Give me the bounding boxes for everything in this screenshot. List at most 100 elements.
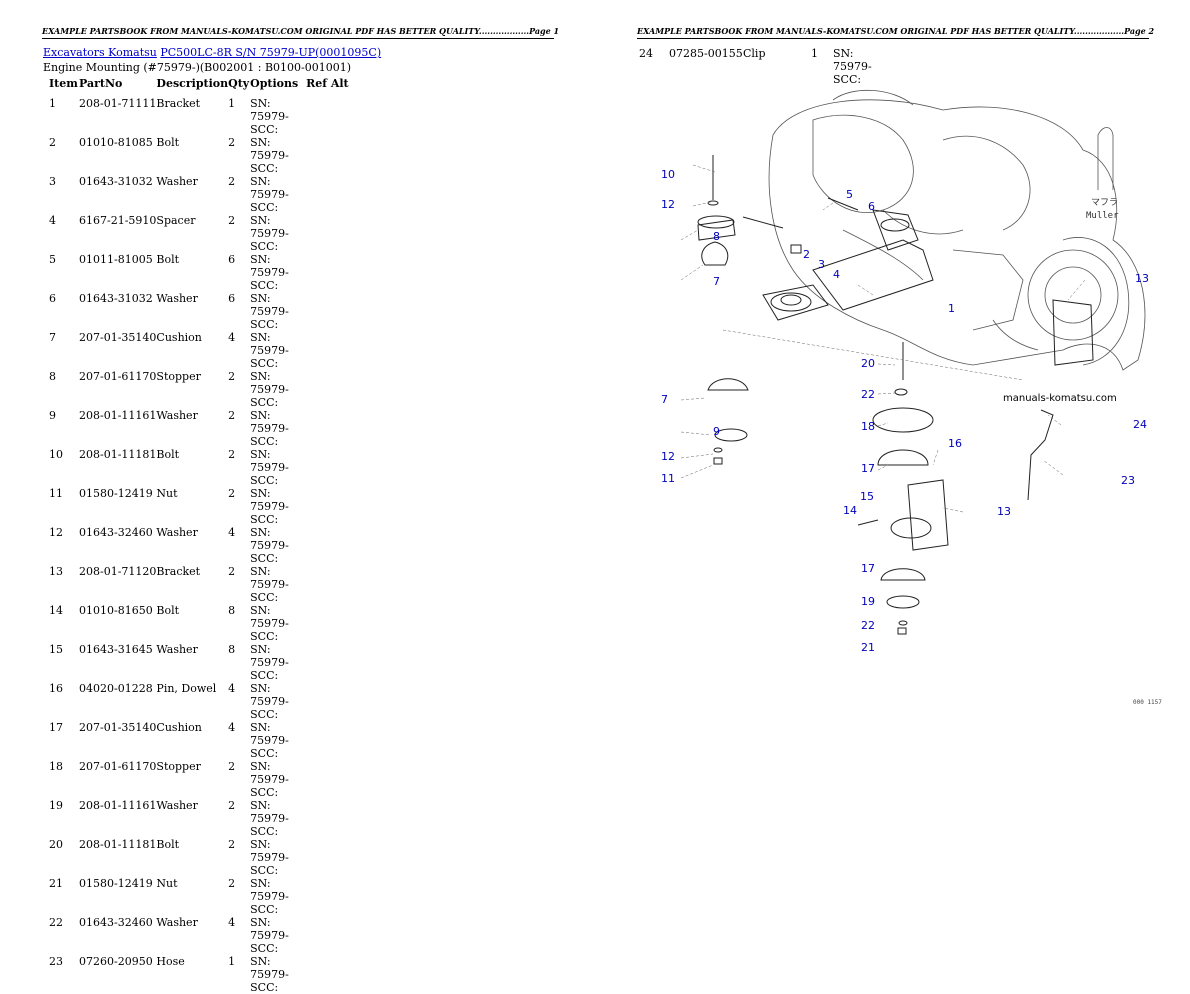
cell-qty: 2 bbox=[228, 565, 236, 578]
page-number: Page 1 bbox=[529, 26, 560, 36]
cell-partno: 01580-12419 bbox=[79, 487, 153, 500]
callout-9: 9 bbox=[713, 425, 720, 438]
cell-options: SN: 75979-SCC: bbox=[250, 253, 289, 292]
col-ref-alt: Ref Alt bbox=[306, 77, 349, 90]
cell-options: SN: 75979-SCC: bbox=[250, 955, 289, 994]
table-header-row: Item PartNo Description Qty Options Ref … bbox=[43, 77, 349, 97]
cell-partno: 07260-20950 bbox=[79, 955, 153, 968]
cell-options: SN: 75979-SCC: bbox=[250, 643, 289, 682]
header-text: EXAMPLE PARTSBOOK FROM MANUALS-KOMATSU.C… bbox=[42, 26, 530, 36]
cell-options: SN: 75979-SCC: bbox=[250, 526, 289, 565]
cell-ref-alt bbox=[306, 409, 349, 448]
cell-item: 3 bbox=[49, 175, 56, 188]
breadcrumb-link-category[interactable]: Excavators Komatsu bbox=[43, 46, 157, 59]
cell-description: Spacer bbox=[156, 214, 196, 227]
cell-qty: 4 bbox=[228, 526, 236, 539]
callout-13: 13 bbox=[1135, 272, 1149, 285]
callout-5: 5 bbox=[846, 188, 853, 201]
cell-item: 13 bbox=[49, 565, 63, 578]
cell-partno: 01011-81005 bbox=[79, 253, 153, 266]
cell-ref-alt bbox=[306, 97, 349, 136]
cell-qty: 1 bbox=[228, 97, 236, 110]
cell-item: 15 bbox=[49, 643, 63, 656]
muffler-kana-label: マフラ bbox=[1091, 197, 1118, 208]
cell-qty: 2 bbox=[228, 370, 236, 383]
callout-19: 19 bbox=[861, 595, 875, 608]
callout-3: 3 bbox=[818, 258, 825, 271]
cell-qty: 8 bbox=[228, 643, 236, 656]
cell-item: 5 bbox=[49, 253, 56, 266]
cell-ref-alt bbox=[306, 604, 349, 643]
cell-description: Nut bbox=[156, 877, 178, 890]
cell-qty: 2 bbox=[228, 760, 236, 773]
callout-16: 16 bbox=[948, 437, 962, 450]
callout-14: 14 bbox=[843, 504, 857, 517]
cell-qty: 2 bbox=[228, 136, 236, 149]
callout-8: 8 bbox=[713, 230, 720, 243]
cell-description: Nut bbox=[156, 487, 178, 500]
callout-17: 17 bbox=[861, 462, 875, 475]
cell-qty: 1 bbox=[228, 955, 236, 968]
cell-item: 10 bbox=[49, 448, 63, 461]
cell-item: 7 bbox=[49, 331, 56, 344]
cell-description: Bracket bbox=[156, 97, 201, 110]
cell-qty: 2 bbox=[228, 487, 236, 500]
cell-partno: 208-01-71120 bbox=[79, 565, 157, 578]
cell-qty: 2 bbox=[228, 838, 236, 851]
cell-options: SN: 75979-SCC: bbox=[250, 292, 289, 331]
cell-ref-alt bbox=[306, 331, 349, 370]
callout-21: 21 bbox=[861, 641, 875, 654]
cell-partno: 01643-31032 bbox=[79, 292, 153, 305]
cell-description: Washer bbox=[156, 643, 198, 656]
callout-23: 23 bbox=[1121, 474, 1135, 487]
cell-qty: 1 bbox=[811, 47, 818, 60]
cell-qty: 2 bbox=[228, 877, 236, 890]
cell-description: Cushion bbox=[156, 331, 202, 344]
callout-7: 7 bbox=[713, 275, 720, 288]
bracket-assembly bbox=[697, 155, 934, 321]
cell-item: 6 bbox=[49, 292, 56, 305]
drawing-code: 000 1157 bbox=[1133, 699, 1162, 706]
cell-options: SN: 75979-SCC: bbox=[250, 799, 289, 838]
col-qty: Qty bbox=[228, 77, 250, 90]
cell-item: 24 bbox=[639, 47, 653, 60]
cell-partno: 01643-31032 bbox=[79, 175, 153, 188]
cell-partno: 208-01-11161 bbox=[79, 799, 157, 812]
cell-item: 12 bbox=[49, 526, 63, 539]
col-item: Item bbox=[49, 77, 78, 90]
cell-description: Washer bbox=[156, 409, 198, 422]
cell-ref-alt bbox=[306, 136, 349, 175]
cell-partno: 207-01-61170 bbox=[79, 370, 157, 383]
cell-item: 20 bbox=[49, 838, 63, 851]
callout-12: 12 bbox=[661, 450, 675, 463]
cell-item: 4 bbox=[49, 214, 56, 227]
cell-ref-alt bbox=[306, 682, 349, 721]
cell-ref-alt bbox=[306, 487, 349, 526]
callout-2: 2 bbox=[803, 248, 810, 261]
cell-options: SN: 75979-SCC: bbox=[250, 175, 289, 214]
cell-ref-alt bbox=[306, 955, 349, 994]
cell-options: SN: 75979-SCC: bbox=[250, 448, 289, 487]
cell-options: SN: 75979-SCC: bbox=[250, 916, 289, 955]
breadcrumb-link-model[interactable]: PC500LC-8R S/N 75979-UP(0001095C) bbox=[160, 46, 382, 59]
cell-description: Bolt bbox=[156, 253, 180, 266]
cell-description: Hose bbox=[156, 955, 185, 968]
cell-qty: 6 bbox=[228, 292, 236, 305]
cell-ref-alt bbox=[306, 877, 349, 916]
col-options: Options bbox=[250, 77, 299, 90]
muffler-label: Muller bbox=[1086, 211, 1119, 221]
cell-item: 1 bbox=[49, 97, 56, 110]
cell-ref-alt bbox=[306, 838, 349, 877]
cell-ref-alt bbox=[306, 253, 349, 292]
cell-partno: 208-01-11181 bbox=[79, 838, 157, 851]
